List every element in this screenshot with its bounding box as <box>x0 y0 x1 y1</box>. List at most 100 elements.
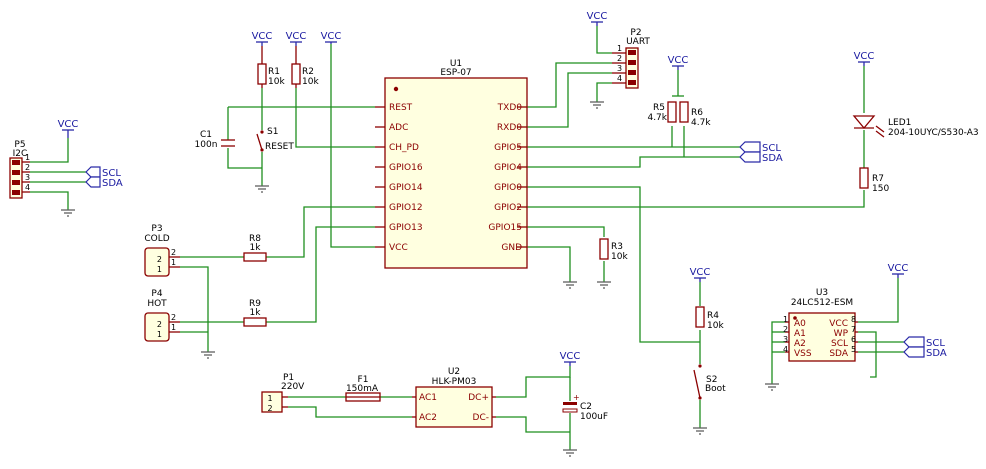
svg-text:6: 6 <box>851 335 856 344</box>
ground-symbol <box>201 351 215 359</box>
svg-text:VCC: VCC <box>321 31 342 42</box>
svg-text:VCC: VCC <box>668 55 689 66</box>
p3-cold-connector: P3 COLD 2 1 2 1 <box>144 224 180 277</box>
svg-text:1k: 1k <box>250 243 262 253</box>
svg-text:VSS: VSS <box>794 349 812 359</box>
svg-text:1k: 1k <box>250 308 262 318</box>
svg-text:S1: S1 <box>267 127 278 137</box>
r1-resistor: R1 10k <box>257 46 285 88</box>
svg-text:R7: R7 <box>872 174 884 184</box>
svg-text:3: 3 <box>617 64 622 73</box>
svg-text:WP: WP <box>834 329 849 339</box>
r9-resistor: R9 1k <box>243 299 267 327</box>
net-label-scl: SCL <box>903 336 945 349</box>
svg-text:RESET: RESET <box>265 142 294 152</box>
svg-text:AC1: AC1 <box>419 393 437 403</box>
u3-24lc512: U3 24LC512-ESM 1 2 3 4 8 7 6 5 A0 A1 A2 … <box>783 288 858 362</box>
svg-text:P3: P3 <box>151 224 162 234</box>
svg-text:100uF: 100uF <box>580 412 608 422</box>
vcc-symbol: VCC <box>58 119 78 138</box>
svg-text:VCC: VCC <box>587 11 608 22</box>
p4-hot-connector: P4 HOT 2 1 2 1 <box>144 289 180 342</box>
r2-resistor: R2 10k <box>291 46 319 88</box>
u2-hlk-pm03: U2 HLK-PM03 AC1 AC2 DC+ DC- <box>412 367 496 428</box>
r6-resistor: R6 4.7k <box>679 101 711 128</box>
vcc-symbol: VCC <box>321 31 342 44</box>
f1-fuse: F1 150mA <box>345 375 381 402</box>
svg-text:A1: A1 <box>794 329 806 339</box>
svg-text:I2C: I2C <box>13 149 28 159</box>
svg-text:Boot: Boot <box>705 384 726 394</box>
ground-symbol <box>563 449 577 457</box>
vcc-symbol: VCC <box>888 263 909 278</box>
svg-text:U2: U2 <box>448 367 460 377</box>
u1-pin-label: GND <box>501 243 522 253</box>
net-labels: SCL SDA SCL SDA SCL SDA <box>85 141 947 359</box>
svg-text:1: 1 <box>783 315 788 324</box>
svg-text:3: 3 <box>25 173 30 182</box>
ground-symbol <box>765 383 779 391</box>
svg-text:P2: P2 <box>630 28 641 38</box>
u1-pin-label: GPIO13 <box>389 223 423 233</box>
svg-text:AC2: AC2 <box>419 413 437 423</box>
c2-capacitor: + C2 100uF <box>562 393 608 422</box>
svg-text:VCC: VCC <box>286 31 307 42</box>
u1-pin-label: GPIO12 <box>389 203 423 213</box>
svg-text:SDA: SDA <box>102 178 123 189</box>
u1-pin-label: REST <box>389 103 413 113</box>
u1-right-pin-stubs <box>517 106 527 248</box>
p1-220v-connector: P1 220V 1 2 <box>261 373 305 413</box>
u1-pin-label: RXD0 <box>497 123 522 133</box>
vcc-symbol: VCC <box>252 31 273 46</box>
svg-text:SDA: SDA <box>829 349 848 359</box>
ground-symbol <box>61 209 75 217</box>
svg-text:2: 2 <box>171 248 176 257</box>
svg-text:10k: 10k <box>611 252 628 262</box>
svg-text:U3: U3 <box>816 288 828 298</box>
svg-text:7: 7 <box>851 325 856 334</box>
svg-text:24LC512-ESM: 24LC512-ESM <box>791 298 853 308</box>
ground-symbol <box>597 281 611 289</box>
svg-text:R9: R9 <box>249 299 261 309</box>
vcc-symbol: VCC <box>560 351 581 366</box>
vcc-symbol: VCC <box>286 31 307 46</box>
r7-resistor: R7 150 <box>859 167 889 194</box>
svg-text:4.7k: 4.7k <box>691 118 711 128</box>
svg-text:2: 2 <box>267 404 272 413</box>
svg-text:2: 2 <box>25 163 30 172</box>
u1-pin-label: GPIO14 <box>389 183 423 193</box>
svg-text:DC-: DC- <box>473 413 489 423</box>
svg-text:150: 150 <box>872 184 889 194</box>
wires <box>30 26 904 450</box>
svg-text:R4: R4 <box>707 311 719 321</box>
u1-pin-label: ADC <box>389 123 408 133</box>
svg-text:COLD: COLD <box>144 234 169 244</box>
u1-pin-label: GPIO2 <box>494 203 522 213</box>
svg-text:204-10UYC/S530-A3: 204-10UYC/S530-A3 <box>888 128 979 138</box>
u1-pin-label: CH_PD <box>389 143 419 153</box>
svg-text:HOT: HOT <box>147 299 167 309</box>
svg-text:4: 4 <box>617 74 622 83</box>
led1-diode: LED1 204-10UYC/S530-A3 <box>852 115 979 138</box>
svg-text:2: 2 <box>617 54 622 63</box>
svg-text:VCC: VCC <box>888 263 909 274</box>
svg-text:150mA: 150mA <box>346 384 379 394</box>
svg-text:VCC: VCC <box>252 31 273 42</box>
svg-text:UART: UART <box>626 37 650 47</box>
svg-text:S2: S2 <box>706 375 717 385</box>
net-label-sda: SDA <box>903 346 947 359</box>
svg-text:VCC: VCC <box>560 351 581 362</box>
r8-resistor: R8 1k <box>243 234 267 262</box>
svg-text:2: 2 <box>783 325 788 334</box>
svg-text:ESP-07: ESP-07 <box>440 68 471 78</box>
svg-text:SCL: SCL <box>831 339 848 349</box>
svg-text:HLK-PM03: HLK-PM03 <box>432 377 477 387</box>
u1-pin-label: GPIO0 <box>494 183 522 193</box>
svg-text:+: + <box>573 393 580 402</box>
u1-pin-label: GPIO15 <box>488 223 522 233</box>
vcc-symbol: VCC <box>668 55 689 70</box>
svg-text:R8: R8 <box>249 234 261 244</box>
s1-reset-switch: S1 RESET <box>256 127 294 152</box>
ground-symbol <box>255 185 269 193</box>
